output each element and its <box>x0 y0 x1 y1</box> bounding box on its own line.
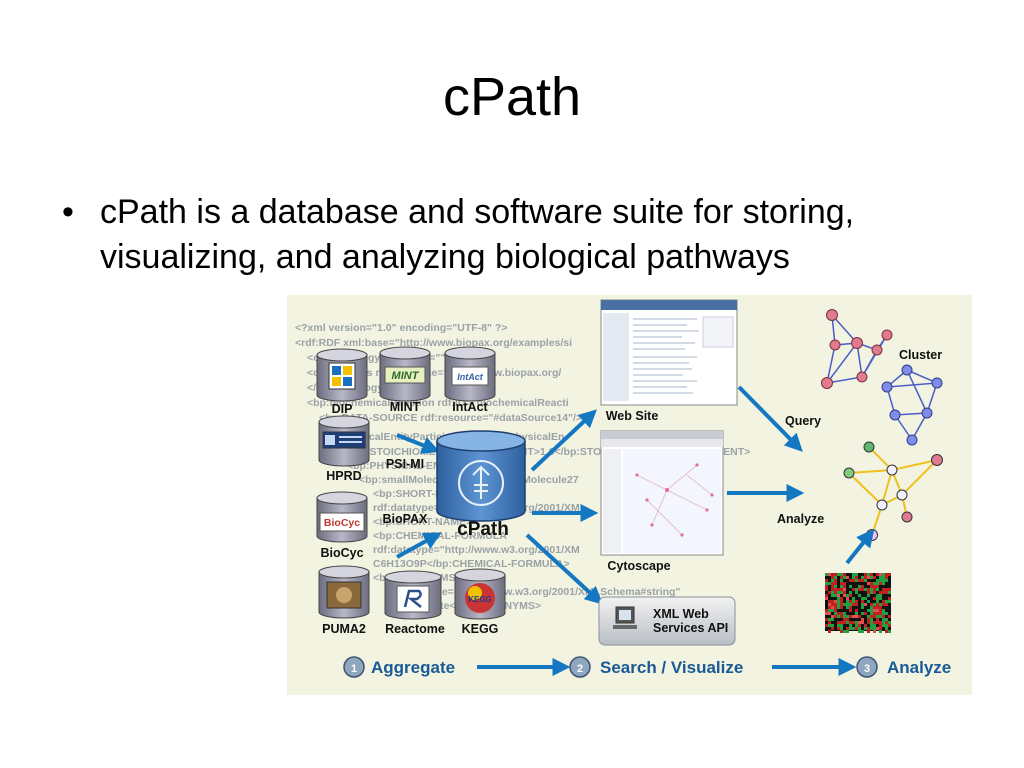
bullet-text: cPath is a database and software suite f… <box>100 193 855 276</box>
kegg-logo: KEGG <box>468 595 492 604</box>
step-number-3: 3 <box>864 663 870 675</box>
analyze-label: Analyze <box>777 512 824 526</box>
cpath-database <box>436 430 526 522</box>
xml-line: C6H13O9P</bp:CHEMICAL-FORMULA> <box>373 558 570 570</box>
arrow-heatmap-to-analyze <box>845 528 875 565</box>
api-label-line2: Services API <box>653 621 728 635</box>
source-reactome: Reactome <box>384 570 445 636</box>
source-label-hprd: HPRD <box>326 469 361 483</box>
step-label-analyze: Analyze <box>887 658 951 677</box>
source-label-mint: MINT <box>390 400 421 414</box>
cytoscape-label: Cytoscape <box>607 559 670 573</box>
arrow-cpath-to-api <box>525 533 603 605</box>
workflow-step-aggregate: 1 Aggregate <box>343 656 455 678</box>
arrow-website-to-cluster <box>737 385 803 452</box>
xml-line: <bp:DATA-SOURCE rdf:resource="#dataSourc… <box>319 412 582 424</box>
arrow-to-cpath-psimi <box>396 433 441 454</box>
xml-line: <bp:biochemicalReaction rdf:ID="biochemi… <box>307 397 569 409</box>
step-label-search-visualize: Search / Visualize <box>600 658 743 677</box>
analyze-network <box>843 441 943 541</box>
cpath-diagram: <?xml version="1.0" encoding="UTF-8" ?> … <box>287 295 972 695</box>
cpath-label: cPath <box>457 519 509 540</box>
cpath-logo <box>458 460 504 506</box>
xml-line: <bp:SHORT-NAME> <box>373 516 472 528</box>
cluster-label: Cluster <box>899 348 942 362</box>
source-label-intact: IntAct <box>452 400 488 414</box>
source-mint: MINT MINT <box>379 346 431 414</box>
source-intact: IntAct IntAct <box>444 346 496 414</box>
source-label-reactome: Reactome <box>385 622 445 636</box>
format-biopax: BioPAX <box>383 512 429 526</box>
web-site-screenshot <box>600 299 738 406</box>
workflow-step-search-visualize: 2 Search / Visualize <box>569 656 743 678</box>
source-hprd: HPRD <box>318 415 370 483</box>
bullet-marker: • <box>62 193 74 231</box>
arrow-to-cpath-biopax <box>396 532 442 559</box>
source-label-dip: DIP <box>332 402 353 416</box>
format-psimi: PSI-MI <box>386 457 424 471</box>
source-kegg: KEGG KEGG <box>454 568 506 636</box>
source-label-biocyc: BioCyc <box>320 546 363 560</box>
xml-line: <rdf:RDF xml:base="http://www.biopax.org… <box>295 337 572 349</box>
step-number-2: 2 <box>577 663 583 675</box>
workflow-step-analyze: 3 Analyze <box>856 656 951 678</box>
api-label-line1: XML Web <box>653 607 709 621</box>
source-biocyc: BioCyc BioCyc <box>316 491 368 560</box>
xml-line: <owl:imports rdf:resource="http://www.bi… <box>307 367 561 379</box>
source-label-kegg: KEGG <box>462 622 499 636</box>
slide-title: cPath <box>442 67 582 127</box>
xml-line: <?xml version="1.0" encoding="UTF-8" ?> <box>295 322 507 334</box>
query-label: Query <box>785 414 821 428</box>
step-number-1: 1 <box>351 663 357 675</box>
biocyc-logo: BioCyc <box>324 517 360 529</box>
arrow-cpath-to-website <box>530 409 597 472</box>
heatmap <box>825 573 891 633</box>
cluster-network <box>821 309 943 446</box>
intact-logo: IntAct <box>457 372 484 382</box>
source-puma2: PUMA2 <box>318 565 370 636</box>
cytoscape-screenshot <box>600 430 724 556</box>
xml-web-services-api: XML Web Services API <box>598 596 736 646</box>
source-label-puma2: PUMA2 <box>322 622 366 636</box>
step-label-aggregate: Aggregate <box>371 658 455 677</box>
source-dip: DIP <box>316 348 368 416</box>
web-site-label: Web Site <box>606 409 659 423</box>
mint-logo: MINT <box>392 370 420 382</box>
